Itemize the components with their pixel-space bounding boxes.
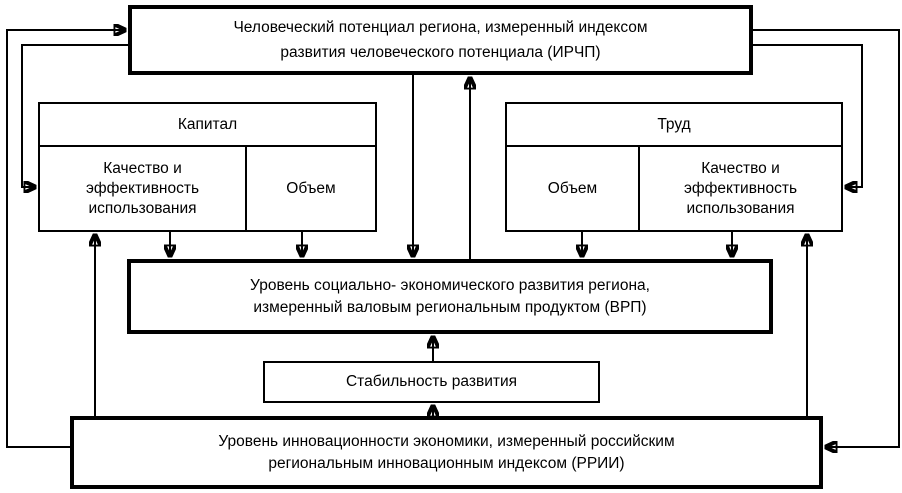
- node-innovation-level-line1: Уровень инновационности экономики, измер…: [218, 432, 675, 450]
- node-labor-volume-cell: Объем: [507, 147, 640, 230]
- labor-quality-line2: эффективность: [683, 179, 798, 197]
- node-human-potential-line2: развития человеческого потенциала (ИРЧП): [280, 44, 601, 61]
- node-labor: Труд Объем Качество и эффективность испо…: [505, 102, 843, 232]
- labor-volume-label: Объем: [547, 179, 598, 197]
- node-capital-quality-cell: Качество и эффективность использования: [40, 147, 247, 230]
- capital-quality-line1: Качество и: [103, 159, 182, 177]
- node-labor-header: Труд: [507, 104, 841, 147]
- node-human-potential-line1: Человеческий потенциал региона, измеренн…: [233, 19, 648, 36]
- node-capital: Капитал Качество и эффективность использ…: [38, 102, 377, 232]
- node-economic-level-line2: измеренный валовым региональным продукто…: [253, 298, 647, 316]
- capital-quality-line2: эффективность: [85, 179, 200, 197]
- node-labor-title: Труд: [657, 115, 691, 133]
- node-capital-cells: Качество и эффективность использования О…: [40, 147, 375, 230]
- node-capital-title: Капитал: [177, 115, 238, 133]
- edge-hdi-to-rrii-arrow: [753, 29, 900, 447]
- edge-rrii-to-hdi-arrow: [6, 30, 126, 448]
- node-stability-label: Стабильность развития: [345, 373, 518, 390]
- labor-quality-line3: использования: [686, 199, 795, 217]
- capital-volume-label: Объем: [286, 179, 336, 197]
- capital-quality-line3: использования: [88, 199, 197, 217]
- node-economic-level: Уровень социально- экономического развит…: [127, 259, 773, 334]
- node-labor-cells: Объем Качество и эффективность использов…: [507, 147, 841, 230]
- node-labor-quality-cell: Качество и эффективность использования: [640, 147, 841, 230]
- node-capital-volume-cell: Объем: [247, 147, 375, 230]
- node-capital-header: Капитал: [40, 104, 375, 147]
- node-human-potential: Человеческий потенциал региона, измеренн…: [128, 5, 753, 75]
- node-stability: Стабильность развития: [263, 361, 600, 403]
- labor-quality-line1: Качество и: [701, 159, 780, 177]
- node-innovation-level: Уровень инновационности экономики, измер…: [70, 416, 823, 489]
- node-innovation-level-line2: региональным инновационным индексом (РРИ…: [268, 454, 625, 472]
- node-economic-level-line1: Уровень социально- экономического развит…: [250, 276, 650, 294]
